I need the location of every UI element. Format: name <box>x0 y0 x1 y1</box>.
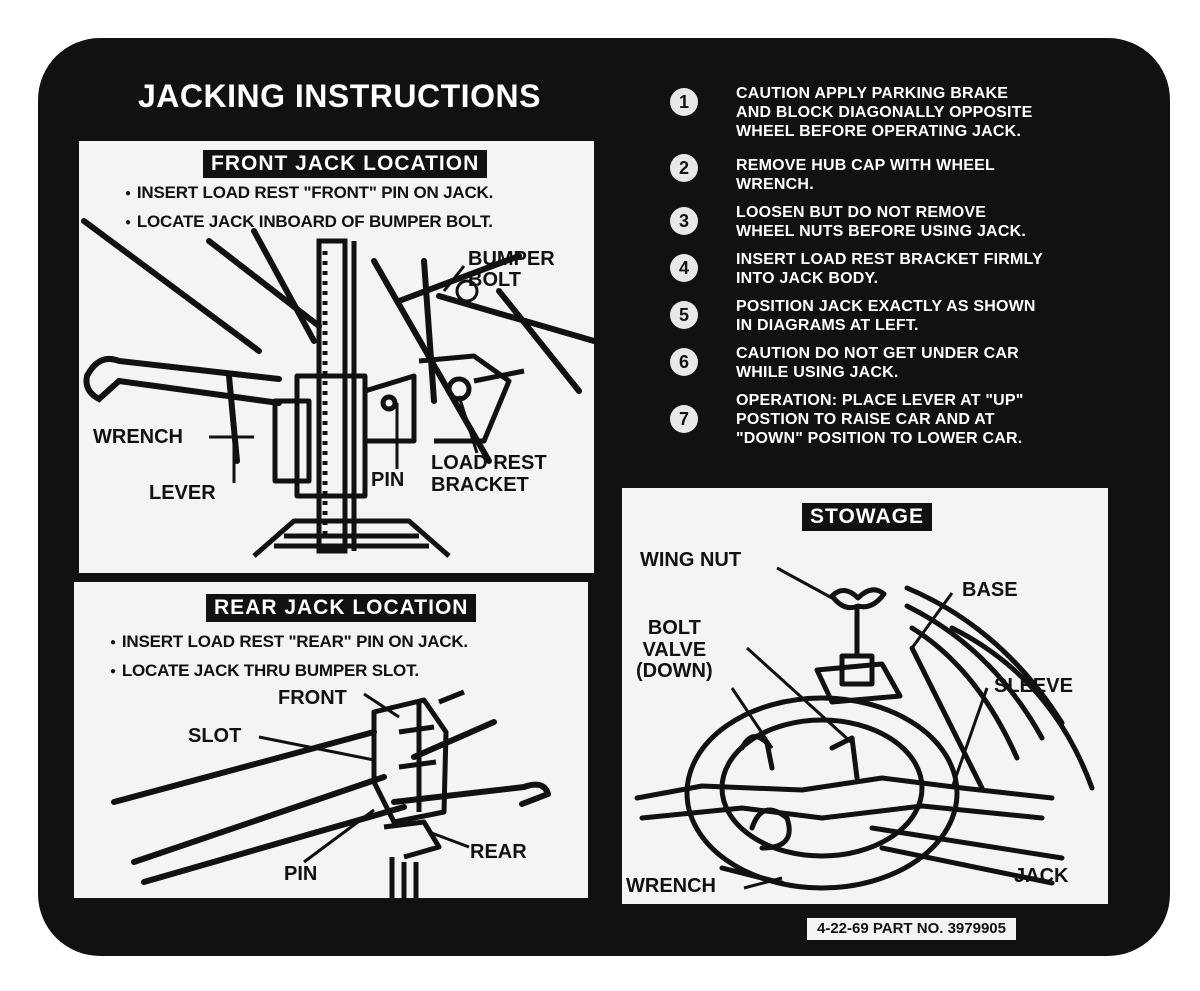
step-number-6: 6 <box>670 348 698 376</box>
label-bumper-bolt: BUMPER BOLT <box>468 248 555 291</box>
step-number-4: 4 <box>670 254 698 282</box>
step-number-2: 2 <box>670 154 698 182</box>
label-lever: LEVER <box>149 482 216 504</box>
label-pin-front: PIN <box>371 469 405 491</box>
step-text-4: INSERT LOAD REST BRACKET FIRMLY INTO JAC… <box>736 251 1043 287</box>
step-text-5: POSITION JACK EXACTLY AS SHOWN IN DIAGRA… <box>736 298 1036 334</box>
step-text-7: OPERATION: PLACE LEVER AT "UP" POSTION T… <box>736 392 1024 447</box>
step-number-3: 3 <box>670 207 698 235</box>
label-slot: SLOT <box>188 725 242 747</box>
stowage-heading: STOWAGE <box>802 503 932 531</box>
front-bullet-1: INSERT LOAD REST "FRONT" PIN ON JACK. <box>125 183 493 203</box>
step-2: 2 REMOVE HUB CAP WITH WHEEL WRENCH. <box>664 150 1074 194</box>
step-number-1: 1 <box>670 88 698 116</box>
step-1: 1 CAUTION APPLY PARKING BRAKE AND BLOCK … <box>664 84 1074 141</box>
step-4: 4 INSERT LOAD REST BRACKET FIRMLY INTO J… <box>664 250 1074 288</box>
rear-jack-diagram <box>111 689 551 898</box>
front-bullet-2: LOCATE JACK INBOARD OF BUMPER BOLT. <box>125 212 493 232</box>
stowage-panel: STOWAGE <box>622 488 1108 904</box>
label-wing-nut: WING NUT <box>640 549 742 571</box>
step-6: 6 CAUTION DO NOT GET UNDER CAR WHILE USI… <box>664 344 1074 382</box>
label-front: FRONT <box>278 687 347 709</box>
label-pin-rear: PIN <box>284 863 318 885</box>
front-jack-panel: FRONT JACK LOCATION INSERT LOAD REST "FR… <box>79 141 594 573</box>
label-rear: REAR <box>470 841 527 863</box>
step-text-6: CAUTION DO NOT GET UNDER CAR WHILE USING… <box>736 345 1019 381</box>
front-panel-bullets: INSERT LOAD REST "FRONT" PIN ON JACK. LO… <box>125 183 493 241</box>
step-number-5: 5 <box>670 301 698 329</box>
instruction-steps: 1 CAUTION APPLY PARKING BRAKE AND BLOCK … <box>664 84 1074 457</box>
label-bolt-valve-down: BOLT VALVE (DOWN) <box>636 617 713 683</box>
step-number-7: 7 <box>670 405 698 433</box>
label-wrench-front: WRENCH <box>93 426 183 448</box>
step-7: 7 OPERATION: PLACE LEVER AT "UP" POSTION… <box>664 391 1074 448</box>
step-text-2: REMOVE HUB CAP WITH WHEEL WRENCH. <box>736 157 995 193</box>
rear-panel-bullets: INSERT LOAD REST "REAR" PIN ON JACK. LOC… <box>110 632 468 690</box>
rear-bullet-1: INSERT LOAD REST "REAR" PIN ON JACK. <box>110 632 468 652</box>
rear-jack-panel: REAR JACK LOCATION INSERT LOAD REST "REA… <box>74 582 588 898</box>
label-wrench-stowage: WRENCH <box>626 875 716 897</box>
part-number: 4-22-69 PART NO. 3979905 <box>807 918 1016 940</box>
rear-bullet-2: LOCATE JACK THRU BUMPER SLOT. <box>110 661 468 681</box>
stowage-diagram <box>634 566 1095 891</box>
page-title: JACKING INSTRUCTIONS <box>138 78 541 114</box>
step-5: 5 POSITION JACK EXACTLY AS SHOWN IN DIAG… <box>664 297 1074 335</box>
rear-panel-heading: REAR JACK LOCATION <box>206 594 477 622</box>
step-3: 3 LOOSEN BUT DO NOT REMOVE WHEEL NUTS BE… <box>664 203 1074 241</box>
label-sleeve: SLEEVE <box>994 675 1073 697</box>
step-text-3: LOOSEN BUT DO NOT REMOVE WHEEL NUTS BEFO… <box>736 204 1026 240</box>
front-panel-heading: FRONT JACK LOCATION <box>203 150 488 178</box>
step-text-1: CAUTION APPLY PARKING BRAKE AND BLOCK DI… <box>736 85 1033 140</box>
label-base: BASE <box>962 579 1018 601</box>
front-jack-diagram <box>81 218 594 558</box>
label-jack: JACK <box>1014 865 1069 887</box>
label-load-rest-bracket: LOAD REST BRACKET <box>431 452 547 496</box>
